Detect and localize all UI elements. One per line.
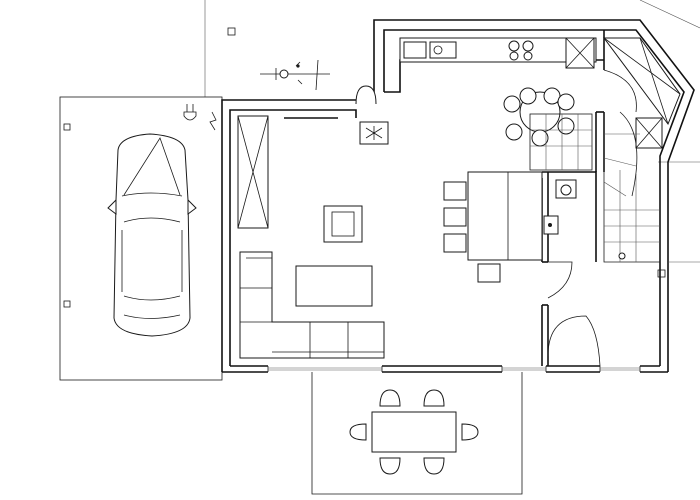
sink-icon [355, 85, 389, 145]
toilet-icon [555, 179, 577, 199]
bar-counter [443, 171, 543, 283]
coffee-table [295, 265, 373, 307]
dining-table [349, 389, 479, 475]
right-site-lines [657, 261, 700, 278]
chimney [603, 37, 681, 126]
wash-basin-icon [543, 215, 559, 235]
stove-icon [508, 40, 534, 61]
car-icon [107, 133, 197, 337]
site-marker [227, 27, 236, 36]
kitchen-counter [399, 37, 597, 63]
bicycle-icon [260, 59, 330, 91]
wc-door-swing [547, 261, 573, 299]
power-outlet-icon [183, 104, 217, 131]
sideboard [237, 115, 269, 229]
armchair [323, 205, 363, 243]
kitchen-door-swing [603, 69, 637, 113]
sofa [239, 251, 385, 359]
staircase [529, 111, 661, 263]
round-dining-table [503, 87, 575, 147]
chimney-lower [635, 117, 663, 149]
entrance-door-swing [547, 315, 601, 367]
site-lines [204, 0, 700, 163]
tall-cabinet [565, 37, 595, 69]
terrace [311, 372, 523, 495]
